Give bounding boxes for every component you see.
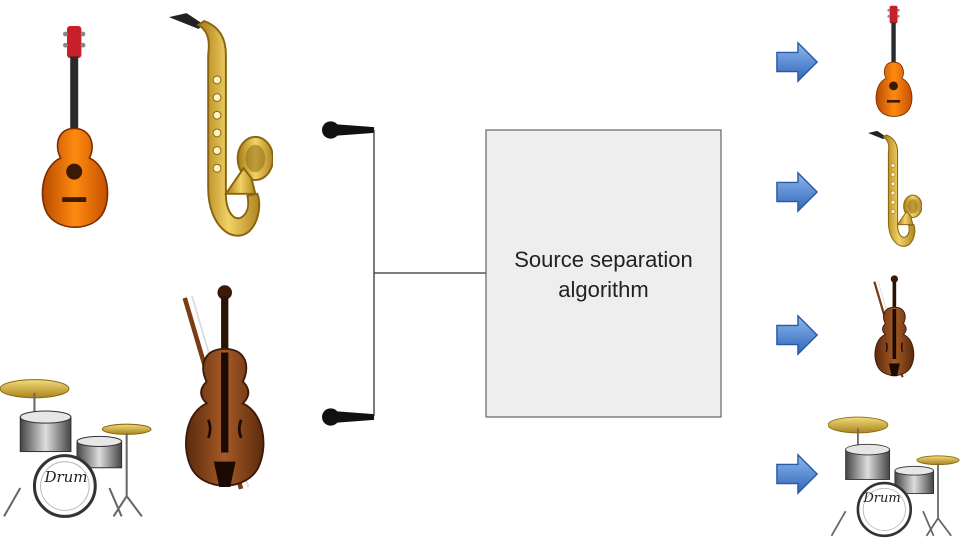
violin-icon	[873, 274, 915, 379]
violin-icon	[185, 285, 264, 489]
algorithm-label: Source separation algorithm	[486, 245, 721, 305]
drum-logo-text: Drum	[44, 468, 88, 486]
arrow-right-icon	[776, 454, 818, 494]
guitar-icon	[875, 5, 913, 117]
saxophone-icon	[867, 130, 922, 247]
arrow-right-icon	[776, 42, 818, 82]
arrow-right-icon	[776, 315, 818, 355]
arrow-right-icon	[776, 172, 818, 212]
algorithm-label-line1: Source separation	[514, 247, 693, 272]
microphone-connector	[373, 130, 486, 416]
drum-kit-icon	[0, 378, 152, 518]
drum-kit-icon	[828, 415, 960, 538]
microphone-icon	[322, 408, 375, 426]
saxophone-icon	[167, 12, 273, 237]
algorithm-box	[485, 129, 722, 418]
microphone-icon	[322, 121, 375, 139]
drum-logo-text: Drum	[863, 491, 901, 506]
algorithm-label-line2: algorithm	[558, 277, 649, 302]
guitar-icon	[41, 25, 109, 229]
